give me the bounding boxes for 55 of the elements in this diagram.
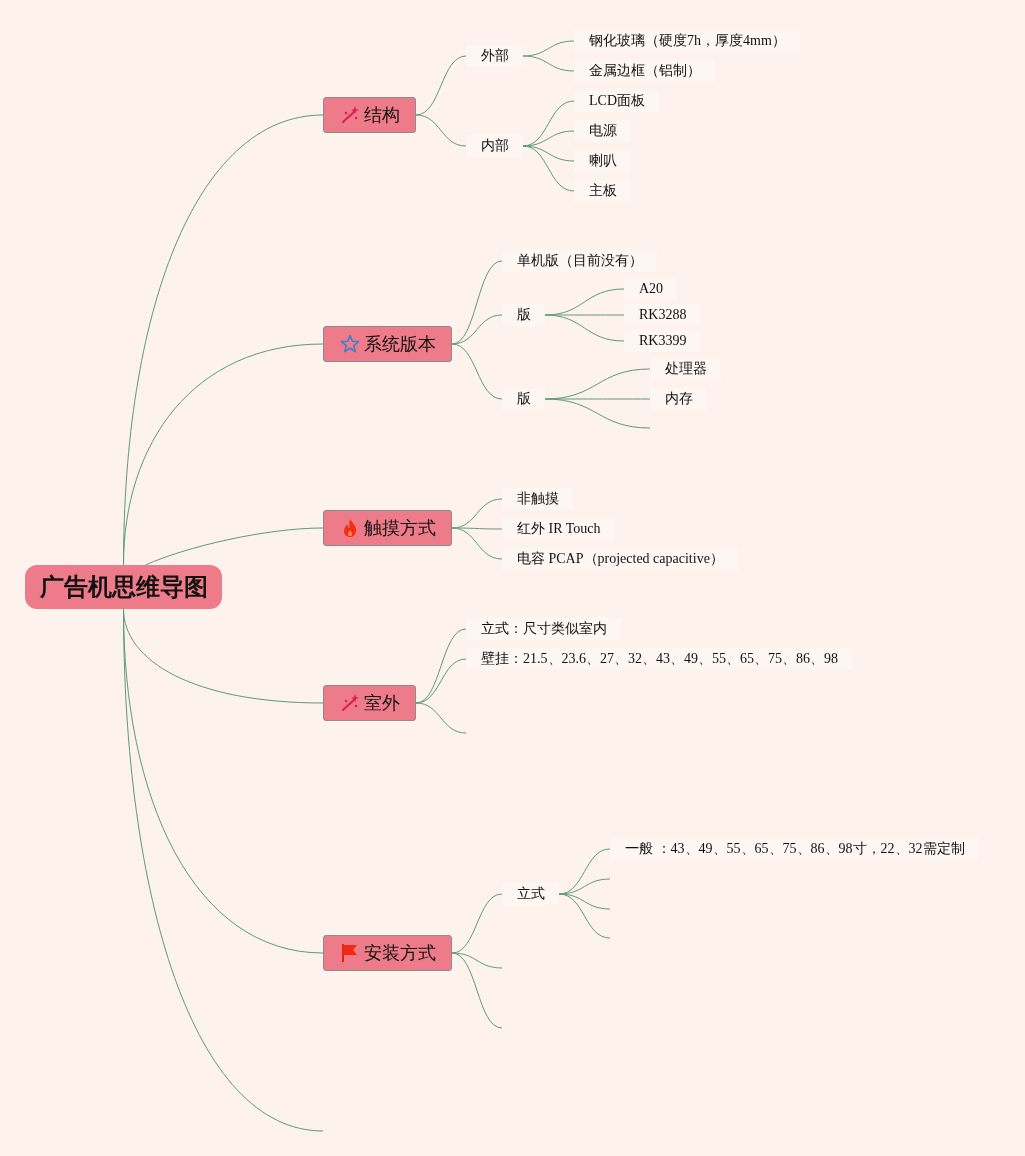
branch-line <box>544 398 651 429</box>
branch-text: 金属边框（铝制） <box>574 60 715 82</box>
branch-text: 单机版（目前没有） <box>502 250 657 272</box>
branch-text: 立式：尺寸类似室内 <box>466 618 621 640</box>
branch-line <box>451 952 503 1029</box>
branch-text: 立式 <box>502 883 559 905</box>
branch-text: 版 <box>502 304 545 326</box>
topic-label: 系统版本 <box>363 332 436 356</box>
branch-text: 外部 <box>466 45 523 67</box>
branch-text: RK3399 <box>624 330 701 352</box>
branch-text: 壁挂：21.5、23.6、27、32、43、49、55、65、75、86、98 <box>466 648 852 670</box>
topic-box <box>323 97 416 133</box>
topic-box <box>323 510 452 546</box>
branch-line <box>522 130 575 147</box>
branch-line <box>415 114 467 147</box>
topic-box <box>323 685 416 721</box>
branch-text: LCD面板 <box>574 90 659 112</box>
branch-text: 非触摸 <box>502 488 573 510</box>
branch-line <box>522 145 575 192</box>
topic-label: 触摸方式 <box>363 516 436 540</box>
branch-line <box>123 343 324 566</box>
branch-text: 版 <box>502 388 545 410</box>
topic-label: 室外 <box>363 691 400 715</box>
branch-line <box>451 314 503 345</box>
branch-line <box>145 527 324 566</box>
branch-text: 电容 PCAP（projected capacitive） <box>502 548 738 570</box>
branch-line <box>415 702 467 734</box>
branch-text: 电源 <box>574 120 631 142</box>
branch-text: A20 <box>624 278 678 300</box>
topic-box <box>323 935 452 971</box>
branch-text: 主板 <box>574 180 631 202</box>
branch-line <box>451 527 503 560</box>
branch-line <box>451 893 503 954</box>
branch-text: 处理器 <box>650 358 721 380</box>
topic-label: 结构 <box>363 103 400 127</box>
topic-box <box>323 326 452 362</box>
branch-text: RK3288 <box>624 304 701 326</box>
branch-line <box>522 40 575 57</box>
branch-line <box>522 55 575 72</box>
branch-text: 一般 ：43、49、55、65、75、86、98寸，22、32需定制 <box>610 838 979 860</box>
topic-label: 安装方式 <box>363 941 436 965</box>
branch-text: 内存 <box>650 388 707 410</box>
branch-text: 红外 IR Touch <box>502 518 615 540</box>
branch-line <box>451 527 503 530</box>
branch-line <box>544 314 625 342</box>
branch-line <box>558 878 611 895</box>
branch-line <box>415 658 467 704</box>
branch-text: 喇叭 <box>574 150 631 172</box>
branch-text: 内部 <box>466 135 523 157</box>
branch-text: 钢化玻璃（硬度7h，厚度4mm） <box>574 30 800 52</box>
branch-line <box>451 343 503 400</box>
branch-line <box>415 55 467 116</box>
branch-line <box>451 952 503 969</box>
central-topic: 广告机思维导图 <box>25 565 222 609</box>
branch-line <box>558 893 611 939</box>
